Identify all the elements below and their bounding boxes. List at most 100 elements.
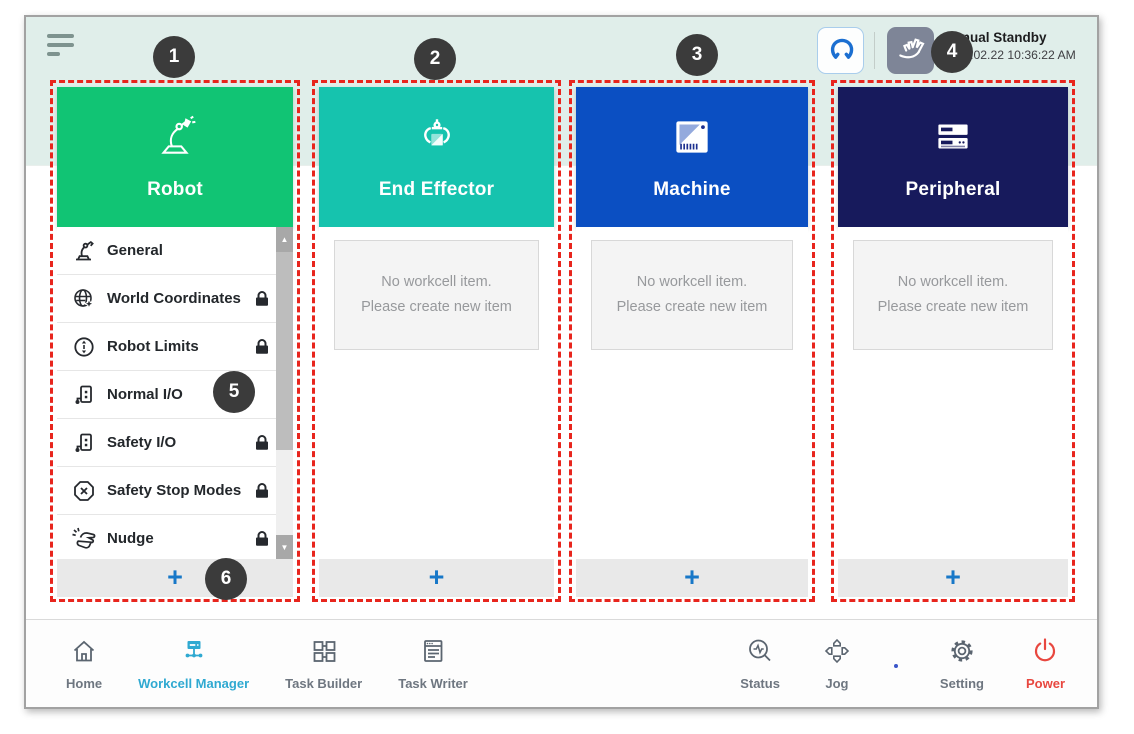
robot-menu-item-robot-limits[interactable]: Robot Limits	[57, 323, 293, 371]
end-effector-column-title: End Effector	[378, 179, 495, 200]
machine-column-title: Machine	[653, 179, 731, 200]
plus-icon: +	[945, 561, 961, 592]
menu-item-label: Safety I/O	[107, 434, 177, 451]
robot-column-header[interactable]: Robot	[57, 87, 293, 227]
nav-label: Task Writer	[398, 676, 468, 691]
callout-1: 1	[153, 36, 195, 78]
menu-item-label: Nudge	[107, 530, 154, 547]
robot-menu-item-normal-io[interactable]: Normal I/O	[57, 371, 293, 419]
nav-item-home[interactable]: Home	[66, 636, 102, 691]
end-effector-column-header[interactable]: End Effector	[319, 87, 554, 227]
jog-dpad-icon	[822, 636, 852, 671]
nav-item-task-writer[interactable]: Task Writer	[398, 636, 468, 691]
nav-label: Status	[740, 676, 780, 691]
robot-menu-item-safety-io[interactable]: Safety I/O	[57, 419, 293, 467]
manual-hand-icon	[895, 32, 927, 69]
empty-line-1: No workcell item.	[636, 273, 748, 290]
empty-line-1: No workcell item.	[381, 273, 492, 290]
task-builder-icon	[309, 636, 339, 671]
plus-icon: +	[428, 561, 445, 592]
empty-workcell-placeholder: No workcell item. Please create new item	[334, 240, 539, 350]
app-window: Manual Standby 2022.02.22 10:36:22 AM Ro…	[24, 15, 1099, 709]
gear-icon	[947, 636, 977, 671]
lock-icon	[254, 530, 270, 547]
end-effector-column-highlight: End Effector No workcell item. Please cr…	[312, 80, 561, 602]
end-effector-column-card: End Effector No workcell item. Please cr…	[319, 87, 554, 597]
robot-arm-icon	[151, 113, 199, 166]
callout-3: 3	[676, 34, 718, 76]
peripheral-column-title: Peripheral	[905, 179, 1001, 200]
end-effector-add-item-button[interactable]: +	[319, 559, 554, 597]
power-icon	[1030, 636, 1060, 671]
peripheral-icon	[929, 113, 977, 166]
robot-menu-item-nudge[interactable]: Nudge	[57, 515, 293, 559]
plus-icon: +	[167, 561, 183, 592]
gripper-mode-button[interactable]	[817, 27, 864, 74]
cursor-dot	[893, 664, 898, 668]
empty-line-2: Please create new item	[616, 299, 768, 315]
nav-label: Jog	[825, 676, 849, 691]
nav-item-power[interactable]: Power	[1026, 636, 1065, 691]
io-port-icon	[70, 431, 97, 455]
robot-menu-item-safety-stop-modes[interactable]: Safety Stop Modes	[57, 467, 293, 515]
menu-item-label: World Coordinates	[107, 290, 241, 307]
callout-5: 5	[213, 371, 255, 413]
nav-item-task-builder[interactable]: Task Builder	[285, 636, 362, 691]
hamburger-menu-icon[interactable]	[47, 34, 77, 64]
machine-icon	[668, 113, 716, 166]
list-scrollbar[interactable]: ▲ ▼	[276, 227, 293, 559]
robot-arm-icon	[70, 239, 97, 263]
bottom-navigation-bar: Home Workcell Manager	[26, 619, 1097, 707]
peripheral-column-highlight: Peripheral No workcell item. Please crea…	[831, 80, 1075, 602]
scroll-down-icon[interactable]: ▼	[276, 535, 293, 559]
peripheral-add-item-button[interactable]: +	[838, 559, 1068, 597]
menu-item-label: Safety Stop Modes	[107, 482, 242, 499]
plus-icon: +	[684, 561, 700, 592]
stop-octagon-icon	[70, 479, 97, 503]
lock-icon	[254, 338, 270, 355]
gripper-icon	[825, 32, 857, 69]
robot-menu-item-world-coordinates[interactable]: World Coordinates	[57, 275, 293, 323]
machine-column-card: Machine No workcell item. Please create …	[576, 87, 808, 597]
robot-menu-item-general[interactable]: General	[57, 227, 293, 275]
lock-icon	[254, 434, 270, 451]
robot-item-list-body: General World Coordinates	[57, 227, 293, 559]
robot-column-highlight: Robot General	[50, 80, 300, 602]
callout-4: 4	[931, 31, 973, 73]
empty-line-2: Please create new item	[877, 299, 1029, 315]
machine-add-item-button[interactable]: +	[576, 559, 808, 597]
callout-2: 2	[414, 38, 456, 80]
robot-add-item-button[interactable]: +	[57, 559, 293, 597]
machine-body: No workcell item. Please create new item	[576, 227, 808, 559]
limits-circle-icon	[70, 335, 97, 359]
nav-label: Task Builder	[285, 676, 363, 691]
empty-workcell-placeholder: No workcell item. Please create new item	[853, 240, 1053, 350]
empty-line-1: No workcell item.	[897, 273, 1009, 290]
scroll-up-icon[interactable]: ▲	[276, 227, 293, 252]
io-port-icon	[70, 383, 97, 407]
nudge-hand-icon	[70, 527, 97, 551]
robot-item-list: General World Coordinates	[57, 227, 293, 559]
machine-column-header[interactable]: Machine	[576, 87, 808, 227]
nav-item-status[interactable]: Status	[740, 636, 780, 691]
nav-label: Workcell Manager	[138, 676, 250, 691]
peripheral-column-header[interactable]: Peripheral	[838, 87, 1068, 227]
globe-axis-icon	[70, 287, 97, 311]
robot-column-title: Robot	[147, 179, 203, 200]
callout-6: 6	[205, 558, 247, 600]
peripheral-column-card: Peripheral No workcell item. Please crea…	[838, 87, 1068, 597]
task-writer-icon	[418, 636, 448, 671]
status-pulse-icon	[745, 636, 775, 671]
nav-item-jog[interactable]: Jog	[822, 636, 852, 691]
lock-icon	[254, 482, 270, 499]
machine-column-highlight: Machine No workcell item. Please create …	[569, 80, 815, 602]
status-datetime-text: 2022.02.22 10:36:22 AM	[943, 48, 1076, 62]
menu-item-label: Normal I/O	[107, 386, 183, 403]
workcell-manager-icon	[179, 636, 209, 671]
manual-mode-button[interactable]	[887, 27, 934, 74]
scrollbar-thumb[interactable]	[276, 252, 293, 450]
nav-item-setting[interactable]: Setting	[940, 636, 984, 691]
peripheral-body: No workcell item. Please create new item	[838, 227, 1068, 559]
nav-item-workcell-manager[interactable]: Workcell Manager	[138, 636, 249, 691]
gripper-icon	[413, 113, 461, 166]
